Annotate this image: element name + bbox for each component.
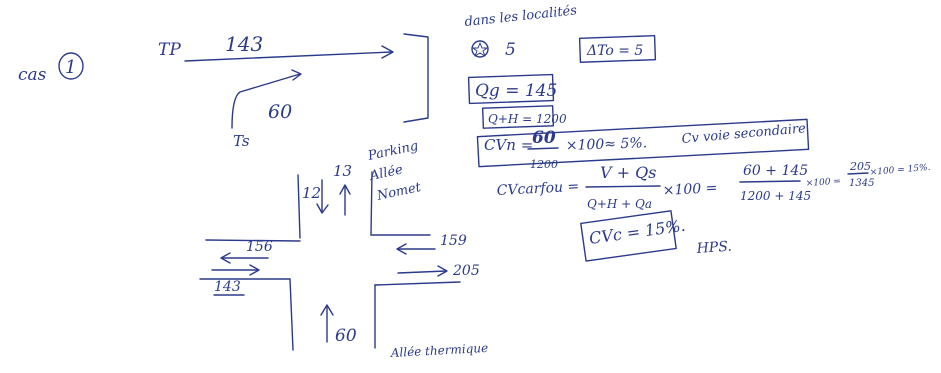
- cvc-den: Q+H + Qa: [587, 197, 652, 211]
- south-value: 60: [335, 326, 357, 346]
- south-arrowhead: [320, 304, 334, 316]
- ts-arrow: [231, 73, 301, 129]
- case-number: 1: [65, 57, 76, 78]
- delta-box-text: ΔTo = 5: [586, 43, 643, 59]
- road-edge-nw-vertical: [297, 174, 301, 239]
- cvc-mul2: ×100 =: [806, 177, 842, 189]
- north-right-arrowhead: [339, 184, 351, 195]
- cvc-den2: 1200 + 145: [740, 189, 811, 203]
- west-in-arrowhead: [249, 264, 260, 276]
- cvc-fraction-bar: [585, 185, 661, 188]
- parking-note-line3: Nomet: [375, 180, 423, 204]
- east-in-value: 159: [440, 233, 467, 249]
- parking-note-line2: Allée: [368, 162, 405, 184]
- cvc-result: ×100 = 15%.: [869, 163, 931, 178]
- north-right-value: 13: [333, 162, 352, 180]
- tp-value: 143: [225, 32, 263, 56]
- ts-label: Ts: [233, 132, 250, 150]
- hps-label: HPS.: [695, 239, 732, 257]
- cvc-num: V + Qs: [600, 163, 656, 182]
- cvn-num: 60: [532, 128, 556, 148]
- cvc-lhs: CVcarfou =: [496, 179, 579, 199]
- delta-box: [578, 34, 657, 63]
- cvc-fraction-bar2: [739, 180, 801, 183]
- road-edge-nw-horizontal: [205, 239, 301, 242]
- cvc-fraction-bar3: [847, 172, 869, 175]
- qg-box: [467, 73, 555, 105]
- parking-note-line1: Parking: [366, 139, 420, 164]
- qtt-box: [481, 105, 555, 129]
- east-out-value: 205: [452, 263, 480, 279]
- star-value: 5: [505, 40, 516, 60]
- cvc-box: [580, 210, 677, 262]
- ts-arrowhead: [291, 69, 302, 81]
- tp-label: TP: [158, 40, 181, 60]
- qtt-box-text: Q+H = 1200: [488, 112, 567, 126]
- road-edge-sw-vertical: [289, 278, 294, 351]
- cvn-lhs: CVn =: [484, 136, 533, 154]
- case-number-circle: [58, 52, 84, 80]
- east-out-arrow: [397, 270, 447, 274]
- north-left-value: 12: [302, 184, 321, 202]
- north-left-arrowhead: [316, 203, 329, 214]
- tp-arrow: [184, 51, 393, 62]
- cvc-num3: 205: [849, 160, 871, 173]
- star-circle: [471, 40, 489, 58]
- cvc-mul: ×100 =: [662, 180, 717, 199]
- tp-arrowhead: [381, 45, 394, 59]
- cvn-den: 1200: [530, 158, 558, 171]
- ts-value: 60: [268, 101, 292, 123]
- qg-box-text: Qg = 145: [475, 81, 557, 101]
- east-out-arrowhead: [437, 265, 448, 277]
- east-in-arrowhead: [396, 243, 407, 255]
- road-edge-se-horizontal: [374, 281, 461, 286]
- road-edge-ne-vertical: [370, 171, 373, 236]
- calc-header: dans les localités: [464, 3, 578, 30]
- cvn-fraction-bar: [527, 147, 559, 150]
- west-out-arrowhead: [220, 252, 231, 264]
- case-label: cas: [18, 65, 47, 85]
- cvn-box: [476, 118, 810, 168]
- cvc-num2: 60 + 145: [743, 163, 808, 179]
- cvn-tail: ×100≈ 5%.: [566, 135, 648, 154]
- cvc-den3: 1345: [849, 178, 874, 189]
- west-out-value: 156: [246, 239, 273, 255]
- west-in-value: 143: [214, 279, 241, 295]
- south-label: Allée thermique: [389, 341, 488, 360]
- star-icon: [472, 42, 488, 57]
- bracket: [403, 33, 429, 123]
